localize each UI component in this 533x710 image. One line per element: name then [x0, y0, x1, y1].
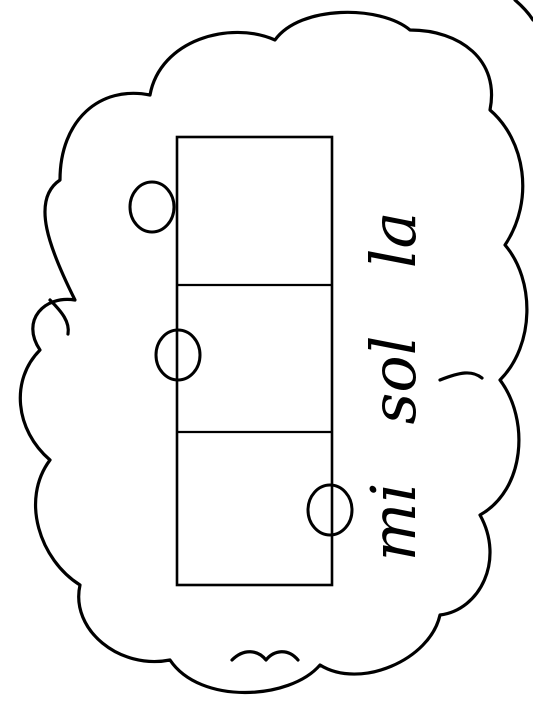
label-la: la [357, 212, 430, 269]
cloud-curl-right [438, 371, 484, 382]
note-mi [306, 483, 354, 537]
note-la [128, 180, 176, 234]
cloud-curl-bottom [230, 650, 300, 662]
label-sol: sol [357, 336, 430, 425]
staff-box [175, 135, 334, 587]
cloud-curl-left [48, 298, 70, 336]
note-sol [154, 328, 202, 382]
cloud-curl-top-right [513, 0, 533, 22]
cloud-outline [18, 10, 529, 695]
label-mi: mi [357, 483, 430, 562]
